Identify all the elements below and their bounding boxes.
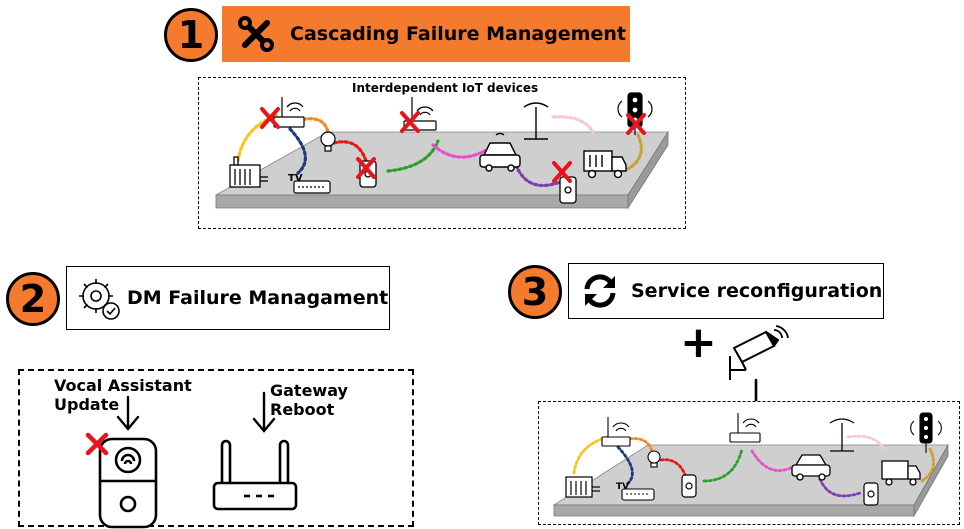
car-icon: [479, 132, 521, 172]
phone-icon: [559, 176, 577, 204]
tv-box-icon: [621, 488, 655, 501]
truck-icon: [583, 150, 627, 179]
tv-label: TV: [616, 482, 629, 492]
traffic-light-icon: [617, 92, 653, 135]
step-1-title-box: Cascading Failure Management: [222, 6, 630, 62]
gateway-label-line1: Gateway: [270, 381, 348, 400]
iot-scene-1: TV: [214, 92, 669, 210]
gear-check-icon: [79, 279, 120, 320]
step-1-title: Cascading Failure Management: [290, 23, 626, 45]
traffic-light-icon: [910, 412, 942, 453]
platform-side: [913, 443, 949, 518]
factory-icon: [565, 476, 600, 498]
router-icon: [273, 97, 305, 128]
step-2-number: 2: [6, 272, 60, 326]
gateway-router-icon: [212, 439, 298, 511]
tv-box-icon: [293, 180, 331, 194]
dm-devices: [85, 391, 298, 529]
tools-icon: [238, 16, 274, 52]
vocal-assistant-label-line2: Update: [54, 395, 120, 414]
step-3-title-box: Service reconfiguration: [568, 263, 884, 319]
failure-mark: [85, 432, 109, 456]
step-2-title: DM Failure Managament: [127, 287, 389, 309]
gateway-label-line2: Reboot: [270, 400, 335, 419]
step-3-number: 3: [508, 265, 562, 319]
bulb-icon: [320, 131, 336, 152]
vocal-assistant-label-line1: Vocal Assistant: [54, 376, 192, 395]
down-arrow-icon: [116, 391, 276, 433]
truck-icon: [881, 460, 921, 486]
failure-marks: [260, 107, 646, 183]
step-3-title: Service reconfiguration: [631, 280, 883, 302]
antenna-icon: [523, 102, 549, 140]
iot-scene-3: TV: [552, 412, 949, 518]
platform-side: [627, 130, 669, 210]
bulb-icon: [647, 450, 661, 468]
step-2-title-box: DM Failure Managament: [66, 266, 390, 330]
smart-speaker-icon: [98, 437, 158, 529]
car-icon: [791, 454, 831, 481]
refresh-icon: [584, 274, 616, 308]
router-icon: [601, 417, 631, 447]
plus-sign: +: [680, 317, 717, 368]
step-1-number: 1: [164, 8, 218, 62]
phone-icon: [681, 474, 697, 498]
antenna-icon: [829, 418, 855, 452]
security-camera-icon: [729, 325, 789, 380]
iot-panel-label: Interdependent IoT devices: [352, 81, 539, 95]
router-icon: [729, 413, 761, 443]
factory-icon: [229, 156, 268, 188]
tv-label: TV: [288, 173, 303, 184]
phone-icon: [863, 482, 879, 506]
platform-front: [553, 504, 915, 517]
